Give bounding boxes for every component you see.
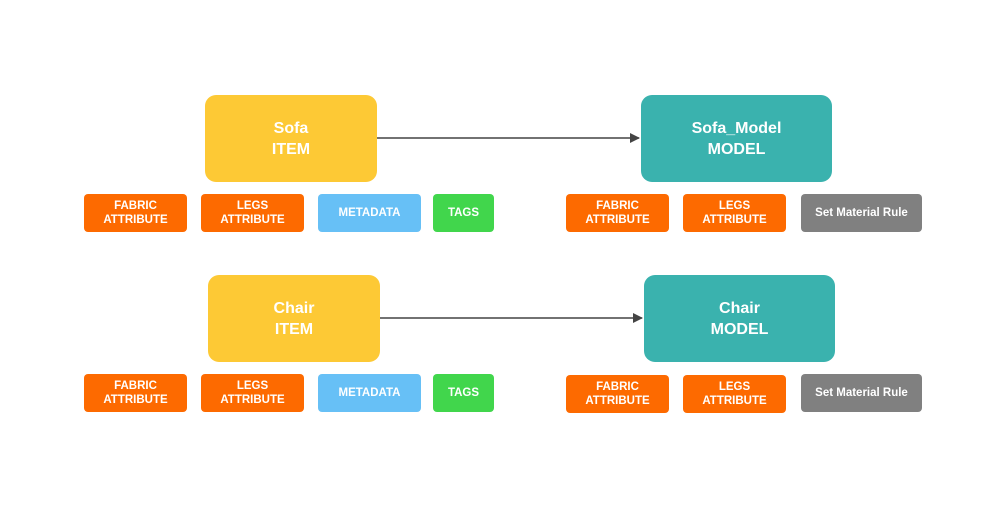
node-type: ITEM: [274, 320, 314, 338]
tag-line: ATTRIBUTE: [585, 395, 650, 407]
tag-line: METADATA: [338, 387, 401, 399]
tag-line: FABRIC: [596, 200, 639, 212]
chair-item-node[interactable]: Chair ITEM: [208, 275, 380, 362]
node-type: ITEM: [271, 140, 311, 158]
tag-line: ATTRIBUTE: [103, 214, 168, 226]
node-name: Chair: [273, 299, 315, 317]
tag-line: LEGS: [236, 200, 269, 212]
tag-line: METADATA: [338, 207, 401, 219]
chair-model-node[interactable]: Chair MODEL: [644, 275, 835, 362]
tag-line: Set Material Rule: [815, 387, 908, 399]
tag-line: ATTRIBUTE: [702, 214, 767, 226]
tag-line: TAGS: [447, 387, 480, 399]
chair-item-metadata[interactable]: METADATA: [318, 374, 421, 412]
node-name: Sofa: [273, 119, 309, 137]
tag-line: Set Material Rule: [815, 207, 908, 219]
tag-line: FABRIC: [114, 200, 157, 212]
sofa-model-fabric-attribute[interactable]: FABRIC ATTRIBUTE: [566, 194, 669, 232]
chair-item-legs-attribute[interactable]: LEGS ATTRIBUTE: [201, 374, 304, 412]
tag-line: LEGS: [718, 200, 751, 212]
tag-line: ATTRIBUTE: [103, 394, 168, 406]
chair-item-tags[interactable]: TAGS: [433, 374, 494, 412]
sofa-item-fabric-attribute[interactable]: FABRIC ATTRIBUTE: [84, 194, 187, 232]
chair-model-legs-attribute[interactable]: LEGS ATTRIBUTE: [683, 375, 786, 413]
tag-line: ATTRIBUTE: [702, 395, 767, 407]
node-name: Sofa_Model: [691, 119, 782, 137]
node-type: MODEL: [707, 140, 766, 158]
sofa-model-set-material-rule[interactable]: Set Material Rule: [801, 194, 922, 232]
sofa-item-node[interactable]: Sofa ITEM: [205, 95, 377, 182]
sofa-item-legs-attribute[interactable]: LEGS ATTRIBUTE: [201, 194, 304, 232]
sofa-item-metadata[interactable]: METADATA: [318, 194, 421, 232]
node-name: Chair: [719, 299, 760, 317]
sofa-model-legs-attribute[interactable]: LEGS ATTRIBUTE: [683, 194, 786, 232]
tag-line: LEGS: [718, 381, 751, 393]
tag-line: ATTRIBUTE: [220, 394, 285, 406]
chair-model-fabric-attribute[interactable]: FABRIC ATTRIBUTE: [566, 375, 669, 413]
tag-line: ATTRIBUTE: [220, 214, 285, 226]
sofa-item-tags[interactable]: TAGS: [433, 194, 494, 232]
tag-line: ATTRIBUTE: [585, 214, 650, 226]
node-type: MODEL: [710, 320, 769, 338]
chair-model-set-material-rule[interactable]: Set Material Rule: [801, 374, 922, 412]
tag-line: TAGS: [447, 207, 480, 219]
sofa-model-node[interactable]: Sofa_Model MODEL: [641, 95, 832, 182]
tag-line: FABRIC: [596, 381, 639, 393]
chair-item-fabric-attribute[interactable]: FABRIC ATTRIBUTE: [84, 374, 187, 412]
tag-line: LEGS: [236, 380, 269, 392]
tag-line: FABRIC: [114, 380, 157, 392]
